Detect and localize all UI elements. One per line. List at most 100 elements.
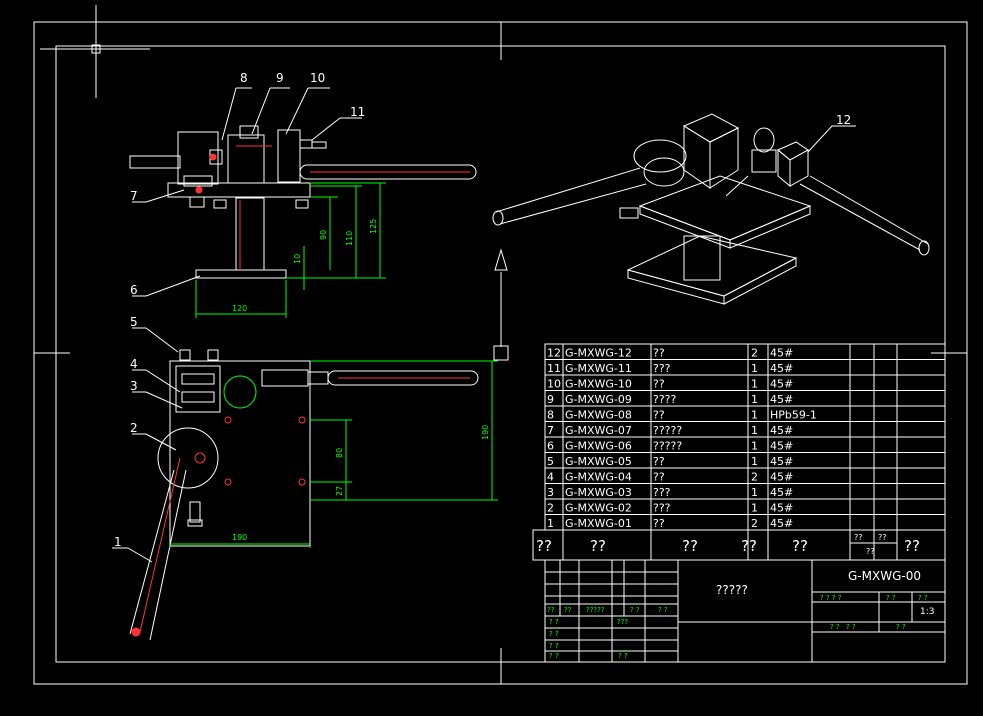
bom-cell-qty: 1 (751, 502, 758, 515)
bom-cell-no: 9 (547, 393, 554, 406)
dim-190-vertical: 190 (481, 425, 490, 440)
bom-cell-no: 11 (547, 362, 561, 375)
attr-label-6: ? ? (846, 623, 856, 631)
bom-cell-material: 45# (770, 502, 793, 515)
dim-80: 80 (335, 448, 344, 458)
bom-cell-no: 5 (547, 455, 554, 468)
bom-cell-name: ??? (653, 502, 671, 515)
bom-cell-name: ?? (653, 455, 665, 468)
bom-cell-qty: 1 (751, 424, 758, 437)
callout-5: 5 (130, 315, 138, 329)
bom-cell-qty: 1 (751, 409, 758, 422)
bom-cell-code: G-MXWG-11 (565, 362, 632, 375)
sign-label-9: ? ? (549, 642, 559, 650)
bom-cell-qty: 2 (751, 517, 758, 530)
bom-cell-material: 45# (770, 378, 793, 391)
bom-cell-code: G-MXWG-06 (565, 440, 632, 453)
attr-label-5: ? ? (896, 623, 906, 631)
center-marks (34, 22, 967, 684)
bom-cell-name: ?? (653, 378, 665, 391)
dim-110: 110 (345, 231, 354, 246)
bom-cell-code: G-MXWG-05 (565, 455, 632, 468)
drawing-code: G-MXWG-00 (848, 569, 921, 583)
callout-11: 11 (350, 105, 365, 119)
callout-9: 9 (276, 71, 284, 85)
bom-header-no: ?? (536, 537, 552, 555)
bom-cell-code: G-MXWG-09 (565, 393, 632, 406)
bom-cell-material: 45# (770, 347, 793, 360)
bom-cell-code: G-MXWG-04 (565, 471, 632, 484)
bom-cell-no: 3 (547, 486, 554, 499)
callout-7: 7 (130, 189, 138, 203)
bom-cell-name: ?? (653, 471, 665, 484)
dim-90: 90 (319, 230, 328, 240)
bom-cell-no: 6 (547, 440, 554, 453)
top-view: 80 27 190 190 (129, 349, 498, 641)
bom-cell-qty: 1 (751, 486, 758, 499)
sign-label-5: ? ? (658, 606, 668, 614)
bom-cell-no: 4 (547, 471, 554, 484)
bom-cell-code: G-MXWG-12 (565, 347, 632, 360)
bom-cell-code: G-MXWG-03 (565, 486, 632, 499)
bom-cell-material: 45# (770, 393, 793, 406)
view-direction-arrow-icon (493, 248, 509, 361)
bom-cell-no: 12 (547, 347, 561, 360)
callout-12: 12 (836, 113, 851, 127)
bom-cell-material: 45# (770, 486, 793, 499)
sign-label-3: ????? (586, 606, 605, 614)
bom-cell-name: ???? (653, 393, 677, 406)
bom-cell-name: ????? (653, 440, 682, 453)
bom-cell-material: 45# (770, 362, 793, 375)
bom-cell-name: ????? (653, 424, 682, 437)
isometric-view (492, 113, 930, 305)
dim-190-horizontal: 190 (232, 533, 247, 542)
bom-cell-material: 45# (770, 517, 793, 530)
bom-cell-no: 10 (547, 378, 561, 391)
callout-1: 1 (114, 535, 122, 549)
callout-10: 10 (310, 71, 325, 85)
sign-label-1: ?? (547, 606, 555, 614)
bom-cell-qty: 1 (751, 393, 758, 406)
bom-cell-no: 8 (547, 409, 554, 422)
bom-cell-material: 45# (770, 424, 793, 437)
bom-cell-code: G-MXWG-01 (565, 517, 632, 530)
bom-header-remark: ?? (904, 537, 920, 555)
bom-cell-material: 45# (770, 455, 793, 468)
bom-header-code: ?? (590, 537, 606, 555)
bom-cell-qty: 1 (751, 362, 758, 375)
bom-cell-qty: 2 (751, 347, 758, 360)
dim-125: 125 (369, 219, 378, 234)
bom-cell-code: G-MXWG-07 (565, 424, 632, 437)
dim-27: 27 (335, 486, 344, 496)
sign-label-10: ? ? (549, 652, 559, 660)
outer-border (33, 21, 968, 685)
bom-header-material: ?? (792, 537, 808, 555)
bom-cell-code: G-MXWG-10 (565, 378, 632, 391)
bom-header-total-weight: ?? (878, 533, 887, 542)
bom-cell-name: ??? (653, 486, 671, 499)
bom-cell-material: 45# (770, 471, 793, 484)
sign-label-8: ? ? (549, 630, 559, 638)
bom-cell-qty: 1 (751, 440, 758, 453)
bom-cell-code: G-MXWG-08 (565, 409, 632, 422)
attr-label-3: ? ? (918, 594, 928, 602)
callout-2: 2 (130, 421, 138, 435)
attr-label-4: ? ? (830, 623, 840, 631)
drawing-title: ????? (716, 583, 748, 597)
sign-label-2: ?? (564, 606, 572, 614)
attr-label-1: ? ? ? ? (820, 594, 842, 602)
bom-header-name: ?? (682, 537, 698, 555)
bom-cell-qty: 2 (751, 471, 758, 484)
drawing-scale: 1:3 (920, 607, 934, 617)
bom-cell-name: ?? (653, 517, 665, 530)
bom-cell-material: 45# (770, 440, 793, 453)
front-view: 90 110 125 10 120 (129, 125, 477, 318)
sign-label-6: ??? (617, 618, 628, 626)
bom-cell-material: HPb59-1 (770, 409, 817, 422)
callout-numbers: 1 2 3 4 5 6 7 8 9 10 11 12 (114, 71, 851, 549)
cursor-crosshair-icon (40, 5, 150, 98)
bom-cell-no: 7 (547, 424, 554, 437)
dim-10: 10 (293, 254, 302, 264)
